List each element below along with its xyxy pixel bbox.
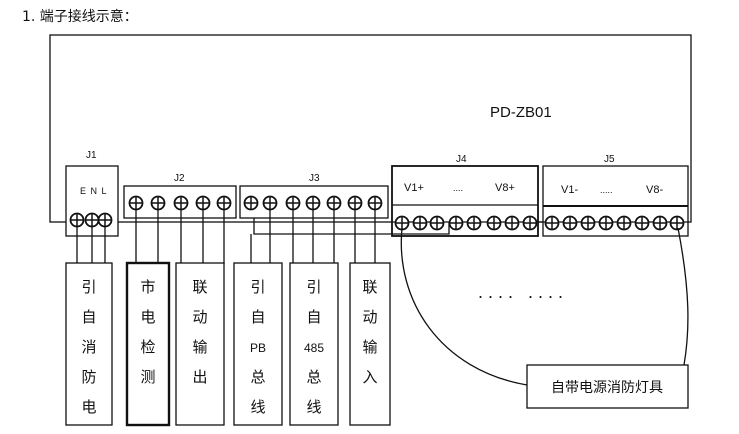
terminal-screw-icon xyxy=(504,215,520,231)
terminal-screw-icon xyxy=(652,215,668,231)
wire-source-char: 输 xyxy=(362,339,377,356)
j1-pins-label: E N L xyxy=(80,186,108,196)
lamp-wire-negative xyxy=(677,227,689,366)
continuation-dots: .... .... xyxy=(478,282,568,302)
terminal-screw-icon xyxy=(522,215,538,231)
j3-label: J3 xyxy=(309,173,320,184)
wire-source-char: 总 xyxy=(250,369,265,386)
wire-source-char: 测 xyxy=(140,369,155,386)
wire-source-char: 入 xyxy=(362,369,377,386)
wire-source-box xyxy=(65,262,113,426)
board-model: PD-ZB01 xyxy=(490,104,552,121)
j5-mid-label: ..... xyxy=(600,185,613,195)
terminal-screw-icon xyxy=(347,195,363,211)
j5-right-label: V8- xyxy=(646,184,663,196)
wire-source-char: 引 xyxy=(81,279,96,296)
j5-left-label: V1- xyxy=(561,184,578,196)
wire-source-char: 485 xyxy=(304,341,324,355)
terminal-screw-icon xyxy=(466,215,482,231)
terminal-screw-icon xyxy=(326,195,342,211)
wire-source-char: 联 xyxy=(192,279,207,296)
terminal-screw-icon xyxy=(150,195,166,211)
wire-source-char: 动 xyxy=(362,309,377,326)
terminal-screw-icon xyxy=(173,195,189,211)
wire-source-char: 自 xyxy=(81,309,96,326)
j4-label: J4 xyxy=(456,154,467,165)
wire-source-char: 防 xyxy=(81,369,96,386)
terminal-screw-icon xyxy=(128,195,144,211)
terminal-screw-icon xyxy=(243,195,259,211)
j1-label: J1 xyxy=(86,150,97,161)
wire-source-char: 自 xyxy=(306,309,321,326)
terminal-screw-icon xyxy=(429,215,445,231)
terminal-screw-icon xyxy=(580,215,596,231)
wire-source-char: 线 xyxy=(306,399,321,416)
terminal-screw-icon xyxy=(262,195,278,211)
wire-source-char: PB xyxy=(250,341,266,355)
j5-label: J5 xyxy=(604,154,615,165)
wire-source-char: 动 xyxy=(192,309,207,326)
wire-source-box xyxy=(125,261,171,427)
terminal-screw-icon xyxy=(69,212,85,228)
lamp-wire-positive xyxy=(400,227,528,386)
wire-source-char: 联 xyxy=(362,279,377,296)
terminal-screw-icon xyxy=(394,215,410,231)
terminal-screw-icon xyxy=(598,215,614,231)
terminal-screw-icon xyxy=(616,215,632,231)
wire-source-char: 引 xyxy=(306,279,321,296)
terminal-screw-icon xyxy=(448,215,464,231)
terminal-screw-icon xyxy=(562,215,578,231)
terminal-screw-icon xyxy=(634,215,650,231)
terminal-screw-icon xyxy=(305,195,321,211)
lamp-box xyxy=(526,364,689,409)
section-title: 1. 端子接线示意： xyxy=(22,9,138,25)
wire-source-char: 检 xyxy=(140,339,155,356)
wire-source-char: 电 xyxy=(81,399,96,416)
j4-left-label: V1+ xyxy=(404,182,424,194)
wire-source-box xyxy=(349,262,391,426)
terminal-screw-icon xyxy=(412,215,428,231)
terminal-screw-icon xyxy=(195,195,211,211)
terminal-screw-icon xyxy=(84,212,100,228)
lamp-label: 自带电源消防灯具 xyxy=(551,379,663,395)
wire-source-char: 引 xyxy=(250,279,265,296)
wire-source-char: 线 xyxy=(250,399,265,416)
wire-source-char: 输 xyxy=(192,339,207,356)
wire-source-char: 消 xyxy=(81,339,96,356)
wire-source-char: 市 xyxy=(140,279,155,296)
wire-source-box xyxy=(289,262,339,426)
wire-source-char: 总 xyxy=(306,369,321,386)
wire-source-box xyxy=(175,262,225,426)
j4-right-label: V8+ xyxy=(495,182,515,194)
board-outline xyxy=(49,34,692,223)
terminal-screw-icon xyxy=(97,212,113,228)
j4-mid-label: .... xyxy=(453,183,463,193)
terminal-screw-icon xyxy=(285,195,301,211)
wire-source-char: 出 xyxy=(192,369,207,386)
terminal-screw-icon xyxy=(544,215,560,231)
terminal-screw-icon xyxy=(367,195,383,211)
terminal-screw-icon xyxy=(669,215,685,231)
terminal-screw-icon xyxy=(216,195,232,211)
j2-label: J2 xyxy=(174,173,185,184)
wire-source-char: 自 xyxy=(250,309,265,326)
wire-source-box xyxy=(233,262,283,426)
terminal-screw-icon xyxy=(486,215,502,231)
wire-source-char: 电 xyxy=(140,309,155,326)
